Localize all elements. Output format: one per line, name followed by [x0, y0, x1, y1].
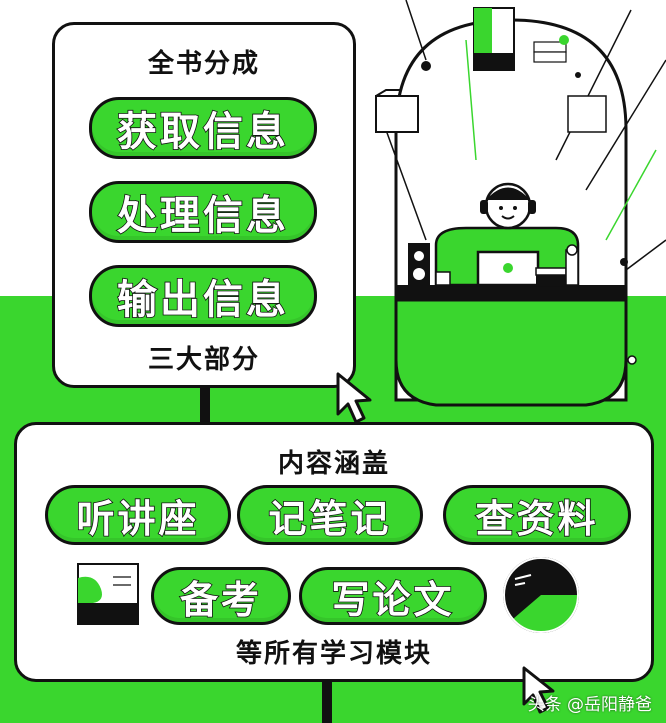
watermark: 头条 @岳阳静爸 [527, 695, 652, 715]
item-research: 查资料 [443, 485, 631, 545]
connector-line-top [200, 385, 210, 425]
item-lectures: 听讲座 [45, 485, 231, 545]
top-card-footer: 三大部分 [147, 345, 260, 375]
item-output-info: 输出信息 [89, 265, 317, 327]
item-write-paper: 写论文 [299, 567, 487, 625]
item-exam-prep: 备考 [151, 567, 291, 625]
document-illustration [77, 563, 139, 625]
connector-line-bottom [322, 680, 332, 723]
bottom-card-footer: 等所有学习模块 [235, 639, 432, 669]
cursor-arrow-icon [522, 666, 555, 714]
clock-illustration [503, 557, 579, 633]
item-notes: 记笔记 [237, 485, 423, 545]
bottom-card: 内容涵盖 听讲座 记笔记 查资料 备考 写论文 等所有学习模块 [14, 422, 654, 682]
top-card-title: 全书分成 [147, 49, 260, 79]
item-process-info: 处理信息 [89, 181, 317, 243]
cursor-arrow-icon [336, 372, 372, 424]
item-acquire-info: 获取信息 [89, 97, 317, 159]
studying-person-illustration [375, 0, 666, 407]
top-card: 全书分成 获取信息 处理信息 输出信息 三大部分 [52, 22, 356, 388]
bottom-card-title: 内容涵盖 [277, 449, 390, 479]
